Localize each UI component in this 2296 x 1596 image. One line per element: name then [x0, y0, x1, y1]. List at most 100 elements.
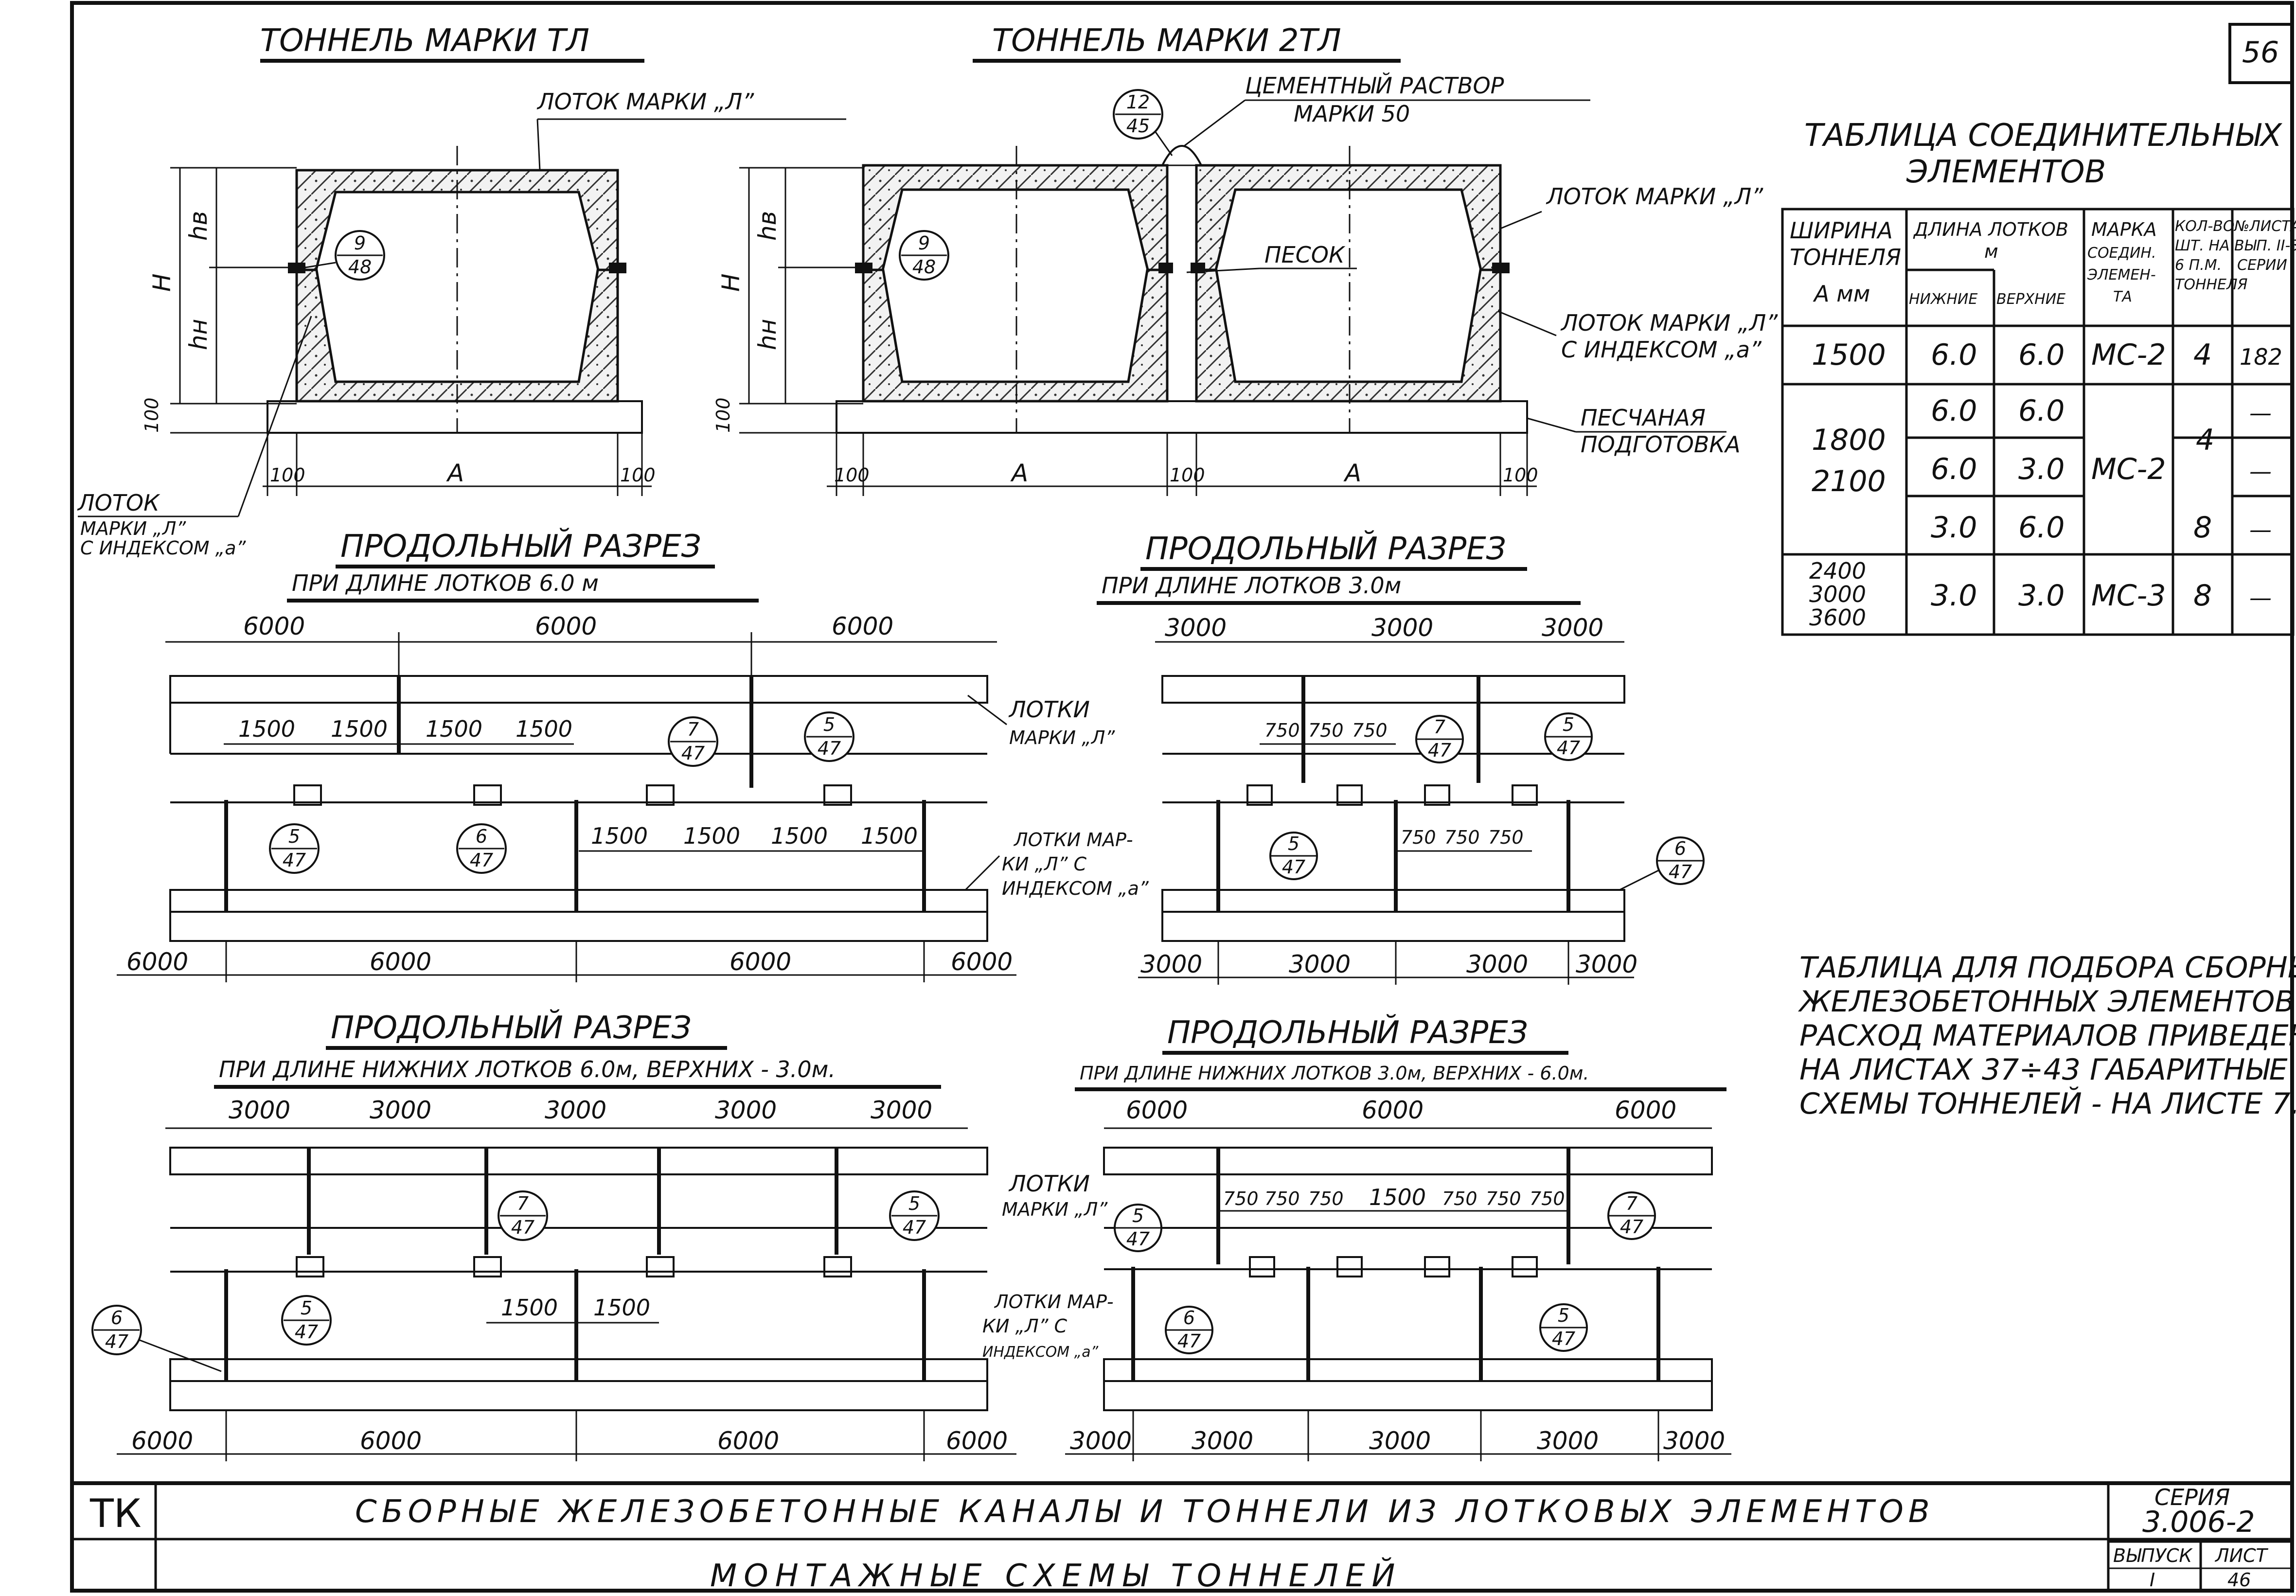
s1-b7-47: 47 — [681, 743, 705, 764]
s1-1500-a: 1500 — [238, 716, 295, 742]
s3-b5b-47: 47 — [295, 1321, 318, 1343]
2tl-label-cement-1: ЦЕМЕНТНЫЙ РАСТВОР — [1245, 72, 1504, 99]
tr4-sheet: — — [2249, 516, 2272, 543]
th-qty-1: КОЛ-ВО — [2175, 218, 2235, 235]
tl-label-lotok-left-1: ЛОТОК — [77, 490, 160, 516]
tr2-width: 1800 — [1812, 423, 1886, 457]
2tl-label-sand-2: ПОДГОТОВКА — [1581, 431, 1741, 458]
s3-bot-6000-a: 6000 — [131, 1427, 193, 1455]
s1-lotki-1: ЛОТКИ — [1008, 696, 1090, 723]
s1-top-6000-c: 6000 — [832, 612, 893, 640]
s4-750-d: 750 — [1442, 1188, 1477, 1209]
s4-b5b-47: 47 — [1552, 1328, 1575, 1349]
tr2-qty: 4 — [2196, 423, 2214, 457]
tl-sand-base — [267, 400, 643, 434]
s2-750-e: 750 — [1444, 827, 1480, 848]
note-line-1: ТАБЛИЦА ДЛЯ ПОДБОРА СБОРНЫХ — [1799, 951, 2296, 985]
s1-b6-47: 47 — [470, 850, 493, 871]
s1-subtitle: ПРИ ДЛИНЕ ЛОТКОВ 6.0 м — [292, 570, 599, 596]
tr3-mark: МС-2 — [2091, 452, 2166, 486]
s4-bot-3000-a: 3000 — [1070, 1427, 1132, 1455]
s4-750-b: 750 — [1264, 1188, 1300, 1209]
tr5-width-a: 2400 — [1809, 558, 1866, 584]
s3-1500-b: 1500 — [593, 1295, 650, 1321]
s2-top-3000-c: 3000 — [1542, 614, 1603, 642]
th-mark-3: ЭЛЕМЕН- — [2087, 266, 2156, 284]
th-width-2: ТОННЕЛЯ — [1790, 244, 1901, 270]
th-mark-2: СОЕДИН. — [2087, 245, 2156, 262]
s2-b7-47: 47 — [1428, 740, 1451, 761]
s1-bot-6000-a: 6000 — [126, 948, 188, 976]
tb-series-value: 3.006-2 — [2142, 1505, 2255, 1539]
s2-b5b: 5 — [1288, 833, 1299, 854]
s1-b7: 7 — [687, 719, 699, 740]
s1-1500-h: 1500 — [861, 823, 918, 849]
s3-top-3000-b: 3000 — [370, 1096, 431, 1124]
s2-b5-47: 47 — [1557, 737, 1580, 759]
tl-bubble-bottom: 48 — [348, 256, 372, 278]
sheet-number-box — [2228, 23, 2294, 84]
tl-dim-H: H — [148, 273, 176, 292]
s1-top-6000-b: 6000 — [535, 612, 597, 640]
tl-label-lotok-left-3: С ИНДЕКСОМ „a” — [80, 537, 246, 559]
s3-b7-47: 47 — [511, 1217, 534, 1238]
th-width-1: ШИРИНА — [1790, 217, 1893, 244]
th-sheet-3: СЕРИИ — [2237, 257, 2287, 274]
s4-subtitle: ПРИ ДЛИНЕ НИЖНИХ ЛОТКОВ 3.0м, ВЕРХНИХ - … — [1080, 1063, 1589, 1084]
s1-1500-f: 1500 — [683, 823, 740, 849]
s3-bot-6000-b: 6000 — [360, 1427, 422, 1455]
s4-top-6000-b: 6000 — [1362, 1096, 1424, 1124]
th-upper: ВЕРХНИЕ — [1996, 291, 2065, 308]
tr2-lower: 6.0 — [1931, 394, 1977, 428]
s1-b5b: 5 — [288, 826, 300, 847]
tb-code: ТК — [89, 1491, 142, 1536]
s4-750-f: 750 — [1530, 1188, 1565, 1209]
th-mark-1: МАРКА — [2091, 219, 2157, 240]
s2-bot-3000-b: 3000 — [1289, 950, 1351, 978]
tb-sheet-label: ЛИСТ — [2214, 1545, 2269, 1566]
2tl-bubble-45: 45 — [1126, 115, 1150, 137]
th-length-2: м — [1984, 241, 1998, 262]
s3-top-3000-e: 3000 — [871, 1096, 932, 1124]
2tl-dim-base: 100 — [712, 397, 734, 433]
th-lower: НИЖНИЕ — [1909, 291, 1977, 308]
th-width-3: A мм — [1813, 281, 1870, 307]
s4-b5-47: 47 — [1126, 1228, 1150, 1250]
s4-bot-3000-e: 3000 — [1663, 1427, 1725, 1455]
tr5-mark: МС-3 — [2091, 579, 2166, 613]
tr2-upper: 6.0 — [2018, 394, 2065, 428]
tr5-width-c: 3600 — [1809, 604, 1866, 631]
note-block: ТАБЛИЦА ДЛЯ ПОДБОРА СБОРНЫХ ЖЕЛЕЗОБЕТОНН… — [1798, 951, 2296, 1121]
tl-dim-hv: hв — [184, 211, 213, 241]
s1-1500-g: 1500 — [771, 823, 828, 849]
tr4-lower: 3.0 — [1931, 511, 1977, 545]
2tl-label-lotok-a-2: С ИНДЕКСОМ „a” — [1561, 337, 1762, 363]
s2-750-b: 750 — [1308, 720, 1344, 741]
s3-lotki-mar-2: КИ „Л” С — [982, 1315, 1068, 1337]
th-sheet-2: ВЫП. II-3 — [2234, 237, 2296, 254]
title-block: ТК СБОРНЫЕ ЖЕЛЕЗОБЕТОННЫЕ КАНАЛЫ И ТОННЕ… — [72, 1481, 2292, 1594]
2tl-bubble-48: 48 — [912, 256, 936, 278]
s2-bot-3000-a: 3000 — [1140, 950, 1202, 978]
tl-label-lotok-l: ЛОТОК МАРКИ „Л” — [536, 89, 754, 115]
tr3-sheet: — — [2249, 458, 2272, 484]
s3-lotki-mar-3: ИНДЕКСОМ „a” — [982, 1344, 1099, 1361]
s4-750-a: 750 — [1223, 1188, 1259, 1209]
th-qty-3: 6 П.М. — [2175, 257, 2222, 274]
sheet-frame — [70, 1, 2294, 1593]
s1-bot-6000-c: 6000 — [730, 948, 791, 976]
tl-dim-base: 100 — [141, 397, 162, 433]
s2-subtitle: ПРИ ДЛИНЕ ЛОТКОВ 3.0м — [1102, 572, 1401, 599]
s1-b6: 6 — [476, 826, 487, 847]
s4-top-6000-a: 6000 — [1126, 1096, 1188, 1124]
tr1-width: 1500 — [1812, 338, 1886, 372]
note-line-5: СХЕМЫ ТОННЕЛЕЙ - НА ЛИСТЕ 7. — [1799, 1086, 2296, 1121]
s2-b7: 7 — [1434, 716, 1445, 738]
s4-1500: 1500 — [1369, 1184, 1426, 1210]
s1-bot-6000-d: 6000 — [951, 948, 1013, 976]
th-qty-4: ТОННЕЛЯ — [2175, 276, 2248, 293]
tb-issue-label: ВЫПУСК — [2113, 1545, 2193, 1566]
tb-title: СБОРНЫЕ ЖЕЛЕЗОБЕТОННЫЕ КАНАЛЫ И ТОННЕЛИ … — [355, 1494, 1935, 1530]
tr4-qty: 8 — [2193, 511, 2212, 545]
s3-subtitle: ПРИ ДЛИНЕ НИЖНИХ ЛОТКОВ 6.0м, ВЕРХНИХ - … — [219, 1056, 836, 1082]
